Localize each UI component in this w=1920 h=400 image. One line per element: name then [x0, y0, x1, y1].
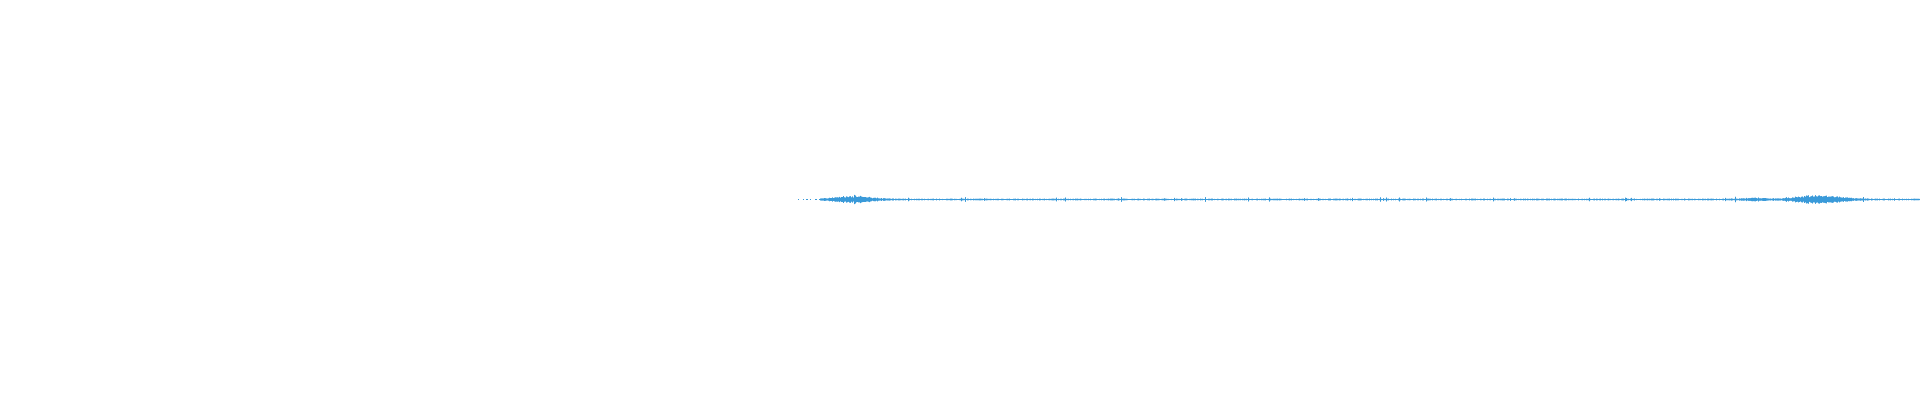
waveform-samples — [798, 194, 1920, 205]
